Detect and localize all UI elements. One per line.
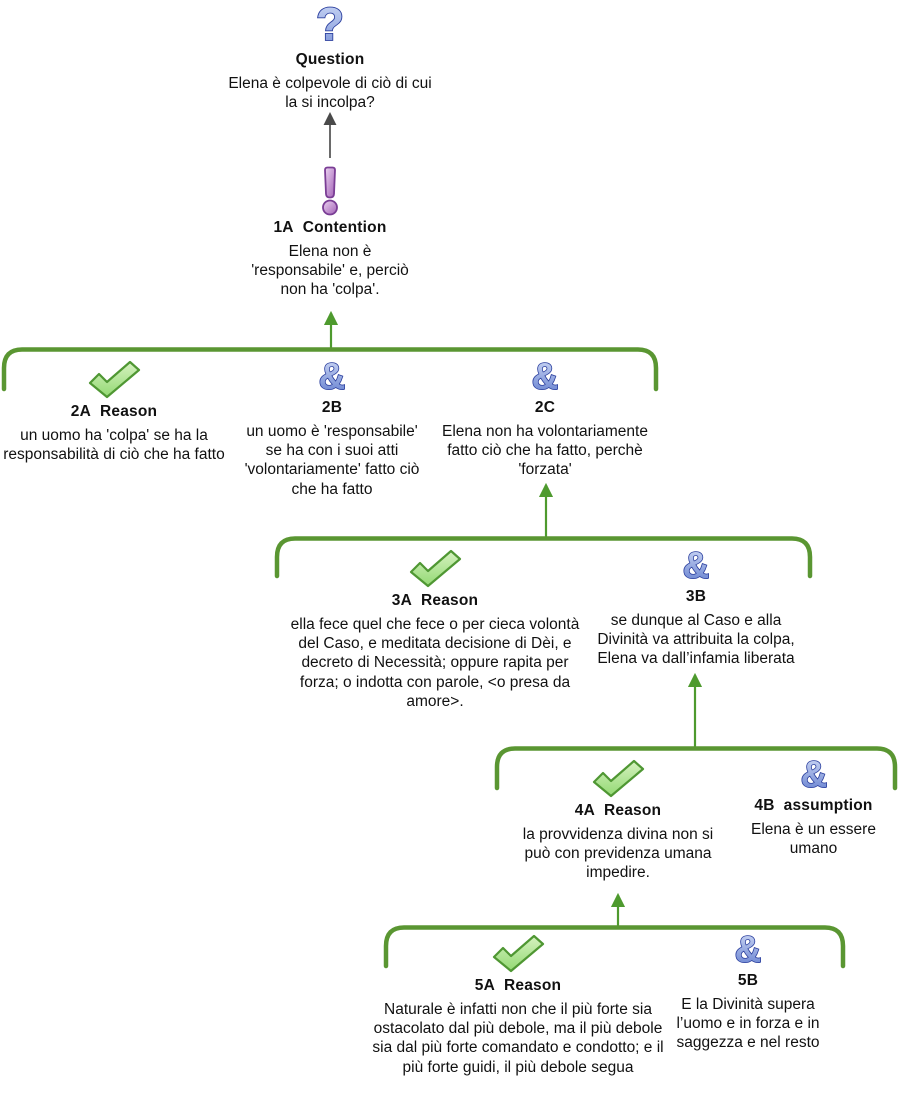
node-4b-assumption[interactable]: & 4B assumption Elena è un essere umano (746, 753, 881, 858)
check-icon (407, 549, 463, 589)
svg-text:&: & (800, 756, 827, 794)
question-mark-icon: ? (308, 0, 352, 51)
node-label: 2B (321, 399, 343, 416)
ampersand-icon: & (795, 753, 833, 796)
node-5a-reason[interactable]: 5A Reason Naturale è infatti non che il … (372, 934, 664, 1077)
ampersand-icon: & (526, 355, 564, 398)
node-body: Elena è un essere umano (751, 821, 876, 858)
bracket-group4 (494, 746, 898, 791)
node-label: 2C (534, 399, 556, 416)
ampersand-icon: & (729, 928, 767, 971)
bracket-group3 (274, 536, 813, 579)
check-icon (490, 934, 546, 974)
node-label: 2A Reason (70, 403, 158, 420)
node-label: 5A Reason (474, 977, 562, 994)
node-body: Elena non ha volontariamente fatto ciò c… (442, 423, 648, 479)
node-label: 4B assumption (754, 797, 873, 814)
node-2a-reason[interactable]: 2A Reason un uomo ha 'colpa' se ha la re… (1, 360, 227, 464)
node-body: se dunque al Caso e alla Divinità va att… (597, 612, 795, 668)
node-3b-copremise[interactable]: & 3B se dunque al Caso e alla Divinità v… (587, 544, 805, 669)
node-label: 1A Contention (273, 219, 387, 236)
node-body: E la Divinità supera l’uomo e in forza e… (676, 996, 820, 1052)
node-1a-contention[interactable]: 1A Contention Elena non è 'responsabile'… (250, 166, 410, 300)
node-label: Question (295, 51, 365, 68)
svg-text:&: & (532, 358, 559, 396)
node-body: Elena non è 'responsabile' e, perciò non… (251, 243, 409, 299)
node-label: 3B (685, 588, 707, 605)
node-4a-reason[interactable]: 4A Reason la provvidenza divina non si p… (510, 759, 726, 883)
node-body: un uomo è 'responsabile' se ha con i suo… (244, 423, 420, 498)
svg-text:&: & (319, 358, 346, 396)
node-body: Elena è colpevole di ciò di cui la si in… (228, 75, 432, 112)
check-icon (86, 360, 142, 400)
svg-text:&: & (683, 547, 710, 585)
node-body: Naturale è infatti non che il più forte … (372, 1001, 664, 1076)
node-2b-copremise[interactable]: & 2B un uomo è 'responsabile' se ha con … (236, 355, 428, 499)
node-label: 5B (737, 972, 759, 989)
node-3a-reason[interactable]: 3A Reason ella fece quel che fece o per … (281, 549, 589, 711)
exclamation-icon (314, 166, 346, 216)
node-body: un uomo ha 'colpa' se ha la responsabili… (3, 427, 225, 464)
node-body: ella fece quel che fece o per cieca volo… (290, 616, 580, 710)
node-body: la provvidenza divina non si può con pre… (522, 826, 714, 882)
ampersand-icon: & (677, 544, 715, 587)
ampersand-icon: & (313, 355, 351, 398)
svg-text:?: ? (316, 2, 344, 48)
node-label: 3A Reason (391, 592, 479, 609)
check-icon (590, 759, 646, 799)
node-label: 4A Reason (574, 802, 662, 819)
bracket-group5 (383, 925, 846, 969)
node-5b-copremise[interactable]: & 5B E la Divinità supera l’uomo e in fo… (664, 928, 832, 1053)
node-2c-copremise[interactable]: & 2C Elena non ha volontariamente fatto … (435, 355, 655, 480)
svg-text:&: & (735, 931, 762, 969)
bracket-group2 (1, 347, 659, 392)
node-question[interactable]: ? Question Elena è colpevole di ciò di c… (227, 0, 433, 112)
